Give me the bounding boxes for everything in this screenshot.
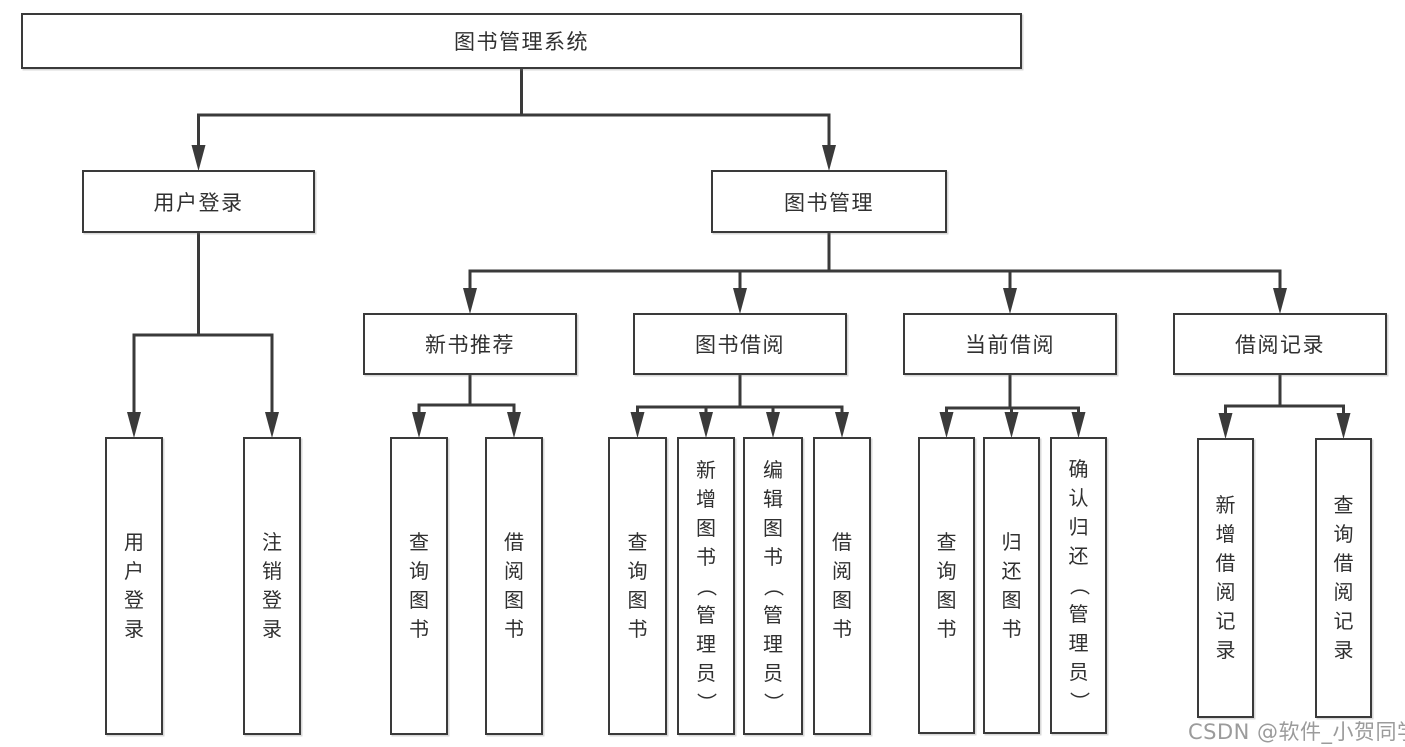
- node-user-login: 用户登录: [82, 170, 315, 233]
- watermark: CSDN @软件_小贺同学: [1188, 720, 1405, 744]
- node-cb-confirm-return: 确认归还（管理员）: [1050, 437, 1107, 734]
- node-bb-edit-book: 编辑图书（管理员）: [743, 437, 803, 735]
- node-bb-add-book: 新增图书（管理员）: [677, 437, 735, 735]
- node-new-book-rec: 新书推荐: [363, 313, 577, 375]
- node-label-vertical: 编辑图书（管理员）: [761, 457, 786, 713]
- node-bb-query-book: 查询图书: [608, 437, 667, 735]
- node-label: 用户登录: [153, 190, 244, 215]
- node-book-borrow: 图书借阅: [633, 313, 847, 375]
- node-current-borrow: 当前借阅: [903, 313, 1117, 375]
- node-label-vertical: 查询图书: [627, 530, 648, 641]
- node-system: 图书管理系统: [21, 13, 1022, 69]
- node-rec-borrow-book: 借阅图书: [485, 437, 543, 735]
- node-br-query-record: 查询借阅记录: [1315, 438, 1372, 718]
- node-label-vertical: 借阅图书: [832, 530, 852, 641]
- node-cb-return-book: 归还图书: [983, 437, 1040, 734]
- node-borrow-records: 借阅记录: [1173, 313, 1387, 375]
- node-label-vertical: 借阅图书: [504, 530, 524, 641]
- node-label-vertical: 用户登录: [124, 530, 144, 641]
- node-rec-query-book: 查询图书: [390, 437, 448, 735]
- node-label-vertical: 确认归还（管理员）: [1067, 457, 1091, 712]
- node-bb-borrow-book: 借阅图书: [813, 437, 871, 735]
- node-logout: 注销登录: [243, 437, 301, 735]
- node-label: 图书借阅: [695, 333, 785, 357]
- node-label: 当前借阅: [965, 333, 1055, 357]
- node-label: 新书推荐: [425, 333, 515, 357]
- node-label: 图书管理: [784, 190, 874, 215]
- node-br-add-record: 新增借阅记录: [1197, 438, 1254, 718]
- node-label-vertical: 注销登录: [262, 530, 282, 641]
- node-book-mgmt: 图书管理: [711, 170, 947, 233]
- node-label-vertical: 归还图书: [1001, 529, 1022, 641]
- node-label-vertical: 查询借阅记录: [1333, 493, 1354, 662]
- node-label-vertical: 查询图书: [936, 529, 957, 641]
- node-label: 图书管理系统: [454, 30, 589, 54]
- node-label-vertical: 新增图书（管理员）: [694, 457, 719, 713]
- node-label-vertical: 查询图书: [409, 530, 429, 641]
- node-label: 借阅记录: [1235, 333, 1325, 357]
- node-cb-query-book: 查询图书: [918, 437, 975, 734]
- node-login: 用户登录: [105, 437, 163, 735]
- node-label-vertical: 新增借阅记录: [1215, 493, 1236, 662]
